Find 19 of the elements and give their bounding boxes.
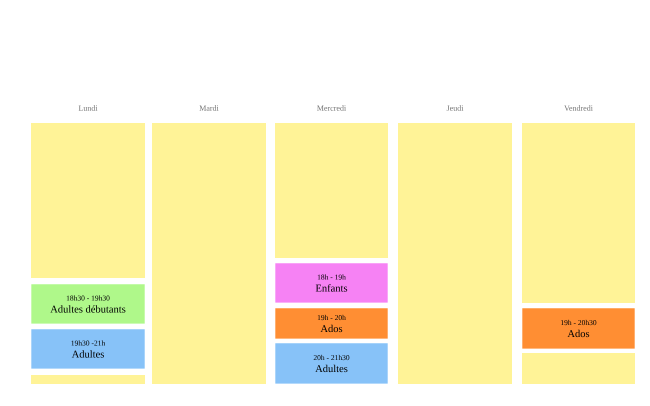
empty-slot-box bbox=[522, 123, 635, 303]
empty-slot-box bbox=[31, 374, 145, 384]
class-slot-box bbox=[30, 284, 146, 324]
class-name-text: Enfants bbox=[316, 284, 348, 292]
empty-slot-box bbox=[275, 123, 388, 258]
empty-slot-box bbox=[152, 123, 266, 384]
class-slot-box bbox=[274, 262, 388, 304]
class-name-text: Adultes bbox=[72, 350, 104, 358]
empty-slot-box bbox=[522, 352, 635, 384]
class-name-text: Adultes débutants bbox=[50, 305, 126, 313]
class-name-text: Ados bbox=[568, 330, 590, 338]
class-name-text: Adultes bbox=[315, 364, 348, 372]
empty-slot-box bbox=[31, 123, 145, 278]
class-name-text: Ados bbox=[320, 324, 342, 332]
empty-slot-box bbox=[398, 123, 512, 384]
class-slot-box bbox=[522, 308, 636, 350]
class-slot-box bbox=[274, 342, 388, 384]
class-slot-box bbox=[274, 308, 388, 340]
class-slot-box bbox=[30, 328, 146, 370]
